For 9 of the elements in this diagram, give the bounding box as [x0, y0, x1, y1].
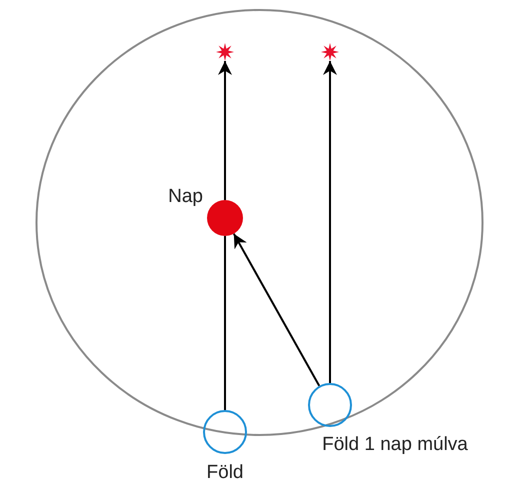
- node-label: Föld 1 nap múlva: [321, 434, 469, 456]
- node-label: Nap: [167, 186, 203, 208]
- arrow: [232, 233, 320, 386]
- arrow: [323, 61, 337, 383]
- earth-circle: [203, 410, 247, 454]
- sun-circle: [207, 200, 243, 236]
- node-label: Föld: [206, 462, 244, 484]
- earth-circle: [308, 383, 352, 427]
- arrow: [218, 61, 232, 200]
